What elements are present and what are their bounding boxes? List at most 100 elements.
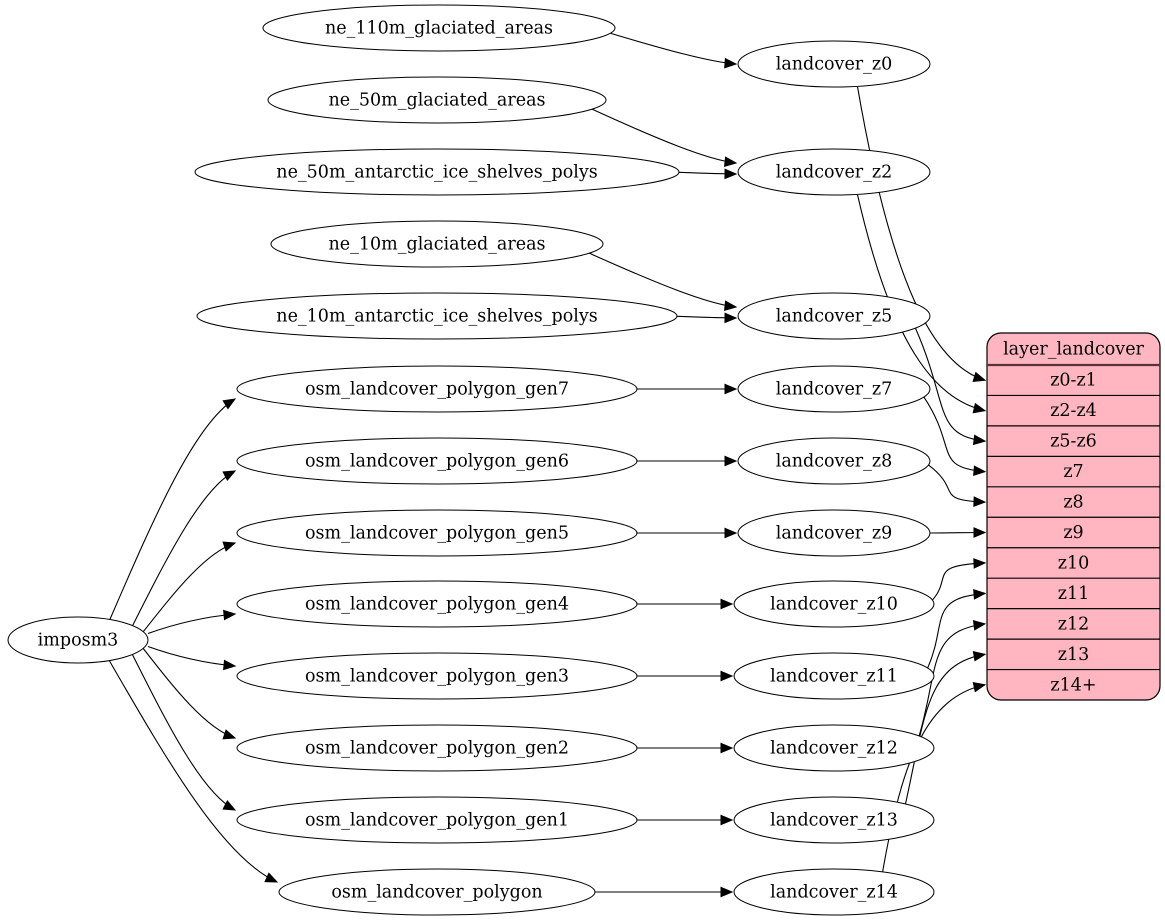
layer-node-ellipse [733,652,935,700]
edge-landcover_z9-to-table-row-5-arrowhead [973,527,987,538]
import-node-ellipse [236,509,638,557]
node-landcover_z11[interactable]: landcover_z11 [733,652,935,700]
layer-node-ellipse [737,509,931,557]
table-row[interactable] [987,578,1160,608]
import-node-ellipse [236,365,638,413]
edge-landcover_z10-to-table-row-6-arrowhead [973,558,987,569]
layer-node-ellipse [737,148,931,196]
layer-node-ellipse [733,580,935,628]
edge-osm_landcover_polygon_gen4-to-landcover_z10-arrowhead [720,598,734,610]
edge-imposm3-to-osm_landcover_polygon_gen5-arrowhead [222,541,237,552]
edge-imposm3-to-osm_landcover_polygon_gen1 [132,654,236,811]
node-landcover_z12[interactable]: landcover_z12 [733,724,935,772]
edge-osm_landcover_polygon_gen1-to-landcover_z13-arrowhead [720,814,734,826]
node-landcover_z0[interactable]: landcover_z0 [737,40,931,88]
edge-imposm3-to-osm_landcover_polygon_gen7-arrowhead [222,398,237,410]
node-osm_landcover_polygon_gen7[interactable]: osm_landcover_polygon_gen7 [236,365,638,413]
edge-ne_50m_glaciated_areas-to-landcover_z2 [591,108,737,164]
edge-imposm3-to-osm_landcover_polygon_gen4-arrowhead [223,609,237,621]
edge-ne_10m_antarctic_ice_shelves_polys-to-landcover_z5-arrowhead [724,312,738,324]
edge-landcover_z7-to-table-row-3 [923,396,986,473]
node-osm_landcover_polygon_gen4[interactable]: osm_landcover_polygon_gen4 [236,580,638,628]
table-row[interactable] [987,609,1160,639]
node-landcover_z14[interactable]: landcover_z14 [733,868,935,916]
node-osm_landcover_polygon_gen3[interactable]: osm_landcover_polygon_gen3 [236,652,638,700]
edge-imposm3-to-osm_landcover_polygon_gen5 [142,542,236,632]
node-landcover_z7[interactable]: landcover_z7 [737,365,931,413]
edge-landcover_z12-to-table-row-8 [918,623,986,736]
import-node-ellipse [267,76,607,124]
import-node-ellipse [262,4,616,52]
edge-imposm3-to-osm_landcover_polygon_gen4 [147,613,236,635]
node-osm_landcover_polygon_gen5[interactable]: osm_landcover_polygon_gen5 [236,509,638,557]
edge-landcover_z11-to-table-row-7-arrowhead [973,589,987,600]
edge-ne_50m_glaciated_areas-to-landcover_z2-arrowhead [723,156,738,168]
node-ne_50m_antarctic_ice_shelves_polys[interactable]: ne_50m_antarctic_ice_shelves_polys [194,148,680,196]
nodes-layer: imposm3 ne_110m_glaciated_areas ne_50m_gla… [7,4,935,916]
edge-osm_landcover_polygon-to-landcover_z14-arrowhead [720,886,734,898]
table-row[interactable] [987,639,1160,669]
edge-landcover_z14-to-table-row-10-arrowhead [972,681,987,693]
node-osm_landcover_polygon_gen2[interactable]: osm_landcover_polygon_gen2 [236,724,638,772]
node-landcover_z9[interactable]: landcover_z9 [737,509,931,557]
node-landcover_z8[interactable]: landcover_z8 [737,437,931,485]
node-ne_10m_glaciated_areas[interactable]: ne_10m_glaciated_areas [270,220,604,268]
layer-node-ellipse [737,437,931,485]
import-node-ellipse [270,220,604,268]
edge-landcover_z11-to-table-row-7 [927,592,986,669]
table-row[interactable] [987,670,1160,700]
node-landcover_z10[interactable]: landcover_z10 [733,580,935,628]
edge-osm_landcover_polygon_gen3-to-landcover_z11-arrowhead [720,670,734,682]
import-node-ellipse [236,580,638,628]
edge-landcover_z0-to-table-row-0-arrowhead [972,371,987,383]
layer-node-ellipse [733,868,935,916]
node-ne_110m_glaciated_areas[interactable]: ne_110m_glaciated_areas [262,4,616,52]
source-node-ellipse [7,616,149,664]
node-osm_landcover_polygon_gen6[interactable]: osm_landcover_polygon_gen6 [236,437,638,485]
node-landcover_z2[interactable]: landcover_z2 [737,148,931,196]
edge-landcover_z10-to-table-row-6 [932,562,986,601]
edges-layer [109,32,987,898]
table-row[interactable] [987,365,1160,395]
layer-node-ellipse [737,40,931,88]
edge-imposm3-to-osm_landcover_polygon-arrowhead [264,872,279,883]
edge-landcover_z5-to-table-row-2-arrowhead [972,434,987,446]
table-row[interactable] [987,426,1160,456]
edge-landcover_z8-to-table-row-4-arrowhead [973,496,987,507]
import-node-ellipse [194,148,680,196]
node-ne_10m_antarctic_ice_shelves_polys[interactable]: ne_10m_antarctic_ice_shelves_polys [196,292,678,340]
edge-imposm3-to-osm_landcover_polygon_gen6 [132,470,236,626]
layer-landcover-node[interactable]: layer_landcoverz0-z1z2-z4z5-z6z7z8z9z10z… [986,332,1161,701]
table-row[interactable] [987,395,1160,425]
edge-osm_landcover_polygon_gen7-to-landcover_z7-arrowhead [724,383,738,395]
layer-node-ellipse [737,365,931,413]
table-row[interactable] [987,456,1160,486]
edge-landcover_z7-to-table-row-3-arrowhead [973,465,987,477]
layer-node-ellipse [733,796,935,844]
edge-ne_110m_glaciated_areas-to-landcover_z0 [610,32,737,65]
edge-landcover_z13-to-table-row-9 [905,653,986,804]
edge-imposm3-to-osm_landcover_polygon_gen2 [142,648,236,739]
table-row[interactable] [987,548,1160,578]
node-ne_50m_glaciated_areas[interactable]: ne_50m_glaciated_areas [267,76,607,124]
import-node-ellipse [236,437,638,485]
import-node-ellipse [278,868,596,916]
table-row[interactable] [987,517,1160,547]
table-row[interactable] [987,487,1160,517]
edge-imposm3-to-osm_landcover_polygon_gen6-arrowhead [222,470,237,482]
edge-ne_10m_glaciated_areas-to-landcover_z5-arrowhead [723,300,738,312]
edge-osm_landcover_polygon_gen6-to-landcover_z8-arrowhead [724,455,738,467]
edge-osm_landcover_polygon_gen2-to-landcover_z12-arrowhead [720,742,734,754]
node-osm_landcover_polygon_gen1[interactable]: osm_landcover_polygon_gen1 [236,796,638,844]
node-landcover_z13[interactable]: landcover_z13 [733,796,935,844]
edge-landcover_z14-to-table-row-10 [882,684,986,872]
layer-node-ellipse [733,724,935,772]
edge-imposm3-to-osm_landcover_polygon [109,660,278,883]
node-osm_landcover_polygon[interactable]: osm_landcover_polygon [278,868,596,916]
edge-imposm3-to-osm_landcover_polygon_gen7 [109,398,236,620]
node-imposm3[interactable]: imposm3 [7,616,149,664]
node-landcover_z5[interactable]: landcover_z5 [737,292,931,340]
edge-landcover_z2-to-table-row-1 [856,194,986,412]
